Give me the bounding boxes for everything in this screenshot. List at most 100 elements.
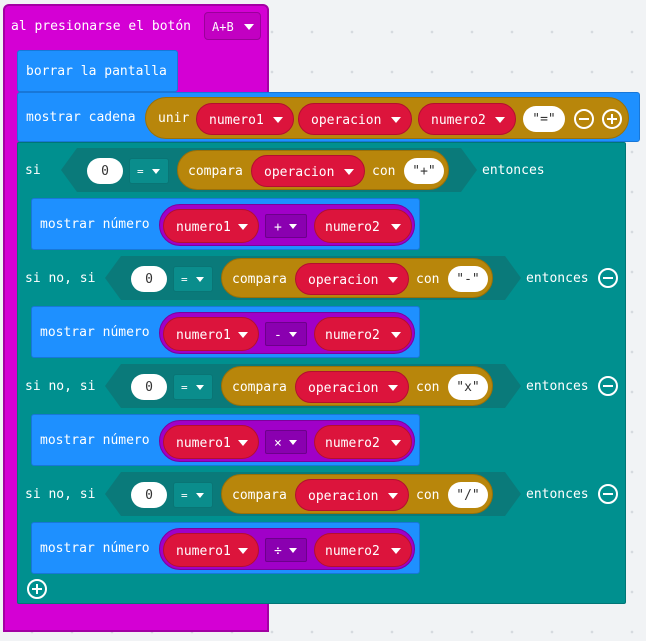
compare-operator-dropdown[interactable]: = <box>173 374 213 400</box>
variable-numero2[interactable]: numero2 <box>314 425 412 459</box>
chevron-down-icon <box>289 224 297 229</box>
variable-operacion[interactable]: operacion <box>251 155 365 187</box>
chevron-down-icon <box>388 493 398 499</box>
chevron-down-icon <box>391 117 401 123</box>
equals-string-value: "=" <box>532 112 556 127</box>
number-value: 0 <box>145 380 153 395</box>
add-item-icon[interactable] <box>602 109 622 129</box>
chevron-down-icon <box>238 224 248 230</box>
remove-item-icon[interactable] <box>574 109 594 129</box>
string-compare-block[interactable]: compara operacion con "x" <box>221 366 493 406</box>
condition-keyword: si no, si <box>25 487 96 502</box>
symbol-input[interactable]: "/" <box>448 482 488 508</box>
show-number-label: mostrar número <box>40 325 150 340</box>
variable-numero2[interactable]: numero2 <box>314 209 412 243</box>
chevron-down-icon <box>273 117 283 123</box>
variable-name: numero2 <box>325 544 380 559</box>
then-label: entonces <box>526 271 589 286</box>
arithmetic-operator: - <box>274 328 282 343</box>
variable-name: operacion <box>308 273 379 288</box>
variable-numero2[interactable]: numero2 <box>314 533 412 567</box>
symbol-value: "/" <box>456 488 480 503</box>
variable-name: numero1 <box>176 436 231 451</box>
compare-operator: = <box>181 273 188 286</box>
arithmetic-operator: ÷ <box>274 544 282 559</box>
arithmetic-operator-dropdown[interactable]: + <box>265 214 307 238</box>
variable-numero1[interactable]: numero1 <box>163 533 259 567</box>
variable-operacion[interactable]: operacion <box>295 263 409 295</box>
variable-numero2[interactable]: numero2 <box>314 317 412 351</box>
chevron-down-icon <box>196 277 204 282</box>
join-block[interactable]: unir numero1 operacion numero2 "=" <box>145 97 629 139</box>
chevron-down-icon <box>289 548 297 553</box>
number-input[interactable]: 0 <box>131 482 167 508</box>
variable-name: numero2 <box>325 436 380 451</box>
show-string-block[interactable]: mostrar cadena unir numero1 operacion nu… <box>17 92 640 142</box>
string-compare-block[interactable]: compara operacion con "+" <box>177 150 449 190</box>
variable-numero1[interactable]: numero1 <box>163 209 259 243</box>
symbol-input[interactable]: "+" <box>404 158 444 184</box>
condition-row: si no, si 0 = compara operacion con "x" … <box>17 358 626 414</box>
number-value: 0 <box>101 164 109 179</box>
condition-row: si 0 = compara operacion con "+" entonce… <box>17 142 626 198</box>
number-input[interactable]: 0 <box>87 158 123 184</box>
show-number-block[interactable]: mostrar número numero1 - numero2 <box>31 306 420 358</box>
add-else-icon[interactable] <box>27 579 47 599</box>
compare-label: compara <box>232 272 287 287</box>
variable-operacion[interactable]: operacion <box>295 479 409 511</box>
variable-operacion[interactable]: operacion <box>298 103 412 135</box>
variable-numero1[interactable]: numero1 <box>163 425 259 459</box>
variable-operacion[interactable]: operacion <box>295 371 409 403</box>
condition-row: si no, si 0 = compara operacion con "-" … <box>17 250 626 306</box>
variable-name: numero1 <box>176 220 231 235</box>
remove-condition-icon[interactable] <box>598 268 618 288</box>
equals-string-input[interactable]: "=" <box>523 106 565 132</box>
variable-numero1[interactable]: numero1 <box>196 103 294 135</box>
then-label: entonces <box>526 487 589 502</box>
chevron-down-icon <box>388 277 398 283</box>
chevron-down-icon <box>238 440 248 446</box>
chevron-down-icon <box>391 224 401 230</box>
chevron-down-icon <box>238 332 248 338</box>
remove-condition-icon[interactable] <box>598 376 618 396</box>
string-compare-block[interactable]: compara operacion con "-" <box>221 258 493 298</box>
chevron-down-icon <box>244 24 254 30</box>
variable-name: numero2 <box>431 113 486 128</box>
then-label: entonces <box>526 379 589 394</box>
number-input[interactable]: 0 <box>131 266 167 292</box>
condition-keyword: si <box>25 163 41 178</box>
arithmetic-block[interactable]: numero1 - numero2 <box>159 312 415 354</box>
arithmetic-operator-dropdown[interactable]: ÷ <box>265 538 307 562</box>
compare-operator-dropdown[interactable]: = <box>173 266 213 292</box>
join-label: unir <box>158 111 190 126</box>
show-number-block[interactable]: mostrar número numero1 ÷ numero2 <box>31 522 420 574</box>
variable-name: numero2 <box>325 328 380 343</box>
variable-numero1[interactable]: numero1 <box>163 317 259 351</box>
condition-keyword: si no, si <box>25 271 96 286</box>
show-number-block[interactable]: mostrar número numero1 + numero2 <box>31 198 420 250</box>
variable-numero2[interactable]: numero2 <box>418 103 516 135</box>
number-value: 0 <box>145 488 153 503</box>
variable-name: operacion <box>264 165 335 180</box>
string-compare-block[interactable]: compara operacion con "/" <box>221 474 493 514</box>
symbol-input[interactable]: "x" <box>448 374 488 400</box>
clear-screen-block[interactable]: borrar la pantalla <box>17 50 178 92</box>
remove-condition-icon[interactable] <box>598 484 618 504</box>
show-number-block[interactable]: mostrar número numero1 × numero2 <box>31 414 420 466</box>
show-number-label: mostrar número <box>40 433 150 448</box>
with-label: con <box>416 380 440 395</box>
symbol-input[interactable]: "-" <box>448 266 488 292</box>
with-label: con <box>416 272 440 287</box>
arithmetic-block[interactable]: numero1 × numero2 <box>159 420 415 462</box>
chevron-down-icon <box>289 332 297 337</box>
arithmetic-operator-dropdown[interactable]: - <box>265 322 307 346</box>
number-input[interactable]: 0 <box>131 374 167 400</box>
button-dropdown[interactable]: A+B <box>204 12 261 40</box>
arithmetic-operator-dropdown[interactable]: × <box>265 430 307 454</box>
compare-label: compara <box>188 164 243 179</box>
arithmetic-block[interactable]: numero1 ÷ numero2 <box>159 528 415 570</box>
arithmetic-operator: + <box>274 220 282 235</box>
compare-operator-dropdown[interactable]: = <box>129 158 169 184</box>
compare-operator-dropdown[interactable]: = <box>173 482 213 508</box>
arithmetic-block[interactable]: numero1 + numero2 <box>159 204 415 246</box>
